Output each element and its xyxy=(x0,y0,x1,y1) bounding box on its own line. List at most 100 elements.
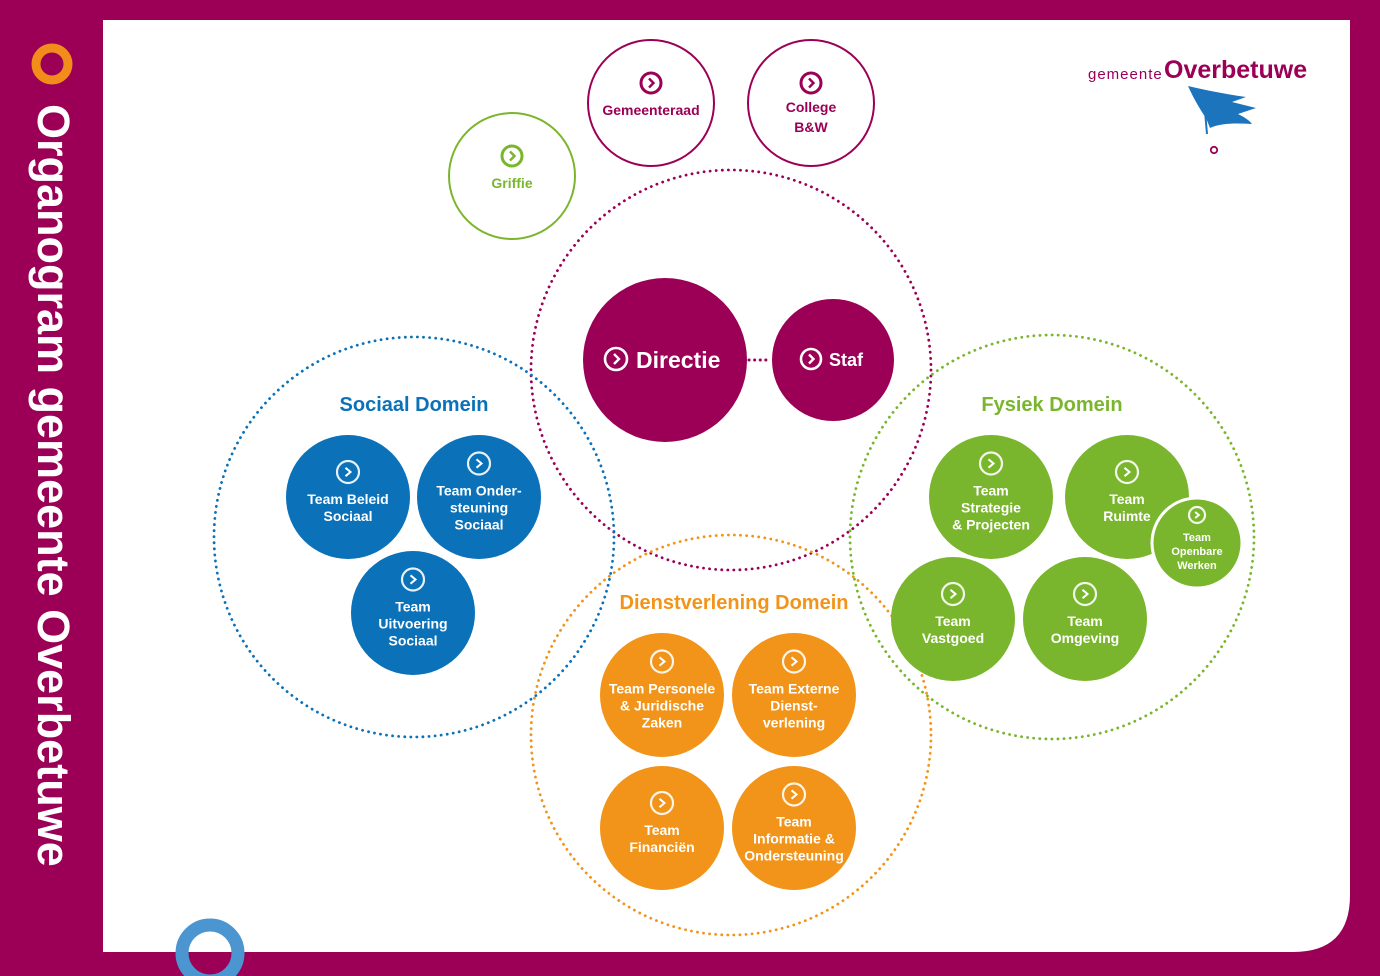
team-node-circle xyxy=(732,633,856,757)
node-directie-label: Directie xyxy=(636,347,720,373)
arrow-icon xyxy=(500,144,524,168)
directie-dotted-circle xyxy=(529,168,933,572)
team-node-label: Werken xyxy=(1177,560,1217,572)
page-title: Organogram gemeente Overbetuwe xyxy=(28,104,79,867)
arrow-icon xyxy=(639,71,663,95)
arrow-icon xyxy=(466,451,492,476)
dienstverlening-domein-title: Dienstverlening Domein xyxy=(620,592,849,614)
team-node-label: & Juridische xyxy=(620,697,704,713)
team-node-label: Team xyxy=(1183,532,1211,544)
arrow-icon xyxy=(799,71,823,95)
node-griffie[interactable]: Griffie xyxy=(448,112,576,240)
team-node-label: Team xyxy=(644,822,680,838)
node-staf[interactable]: Staf xyxy=(772,299,894,421)
node-college[interactable]: College B&W xyxy=(747,39,875,167)
arrow-icon xyxy=(1072,581,1098,607)
team-node-label: Informatie & xyxy=(753,830,835,846)
team-node-label: Team xyxy=(395,598,431,614)
team-node-label: & Projecten xyxy=(952,516,1030,532)
team-node-label: Vastgoed xyxy=(922,630,984,646)
dienstverlening-domein-dotted-circle xyxy=(529,533,933,937)
team-node-label: Omgeving xyxy=(1051,630,1119,646)
team-node-label: Team Onder- xyxy=(436,482,522,498)
node-gemeenteraad-label: Gemeenteraad xyxy=(602,102,699,118)
team-node-circle xyxy=(600,633,724,757)
arrow-icon xyxy=(940,581,966,607)
team-node-label: steuning xyxy=(450,499,508,515)
node-staf-circle xyxy=(772,299,894,421)
arrow-icon xyxy=(649,790,675,816)
team-node-circle xyxy=(286,435,410,559)
team-node-label: Team Beleid xyxy=(307,491,388,507)
arrow-icon xyxy=(781,782,807,807)
arrow-icon xyxy=(335,459,361,485)
team-node-label: Sociaal xyxy=(323,508,372,524)
team-node-label: Uitvoering xyxy=(378,615,447,631)
team-node-circle xyxy=(929,435,1053,559)
arrow-icon xyxy=(799,347,823,371)
team-node-circle xyxy=(600,766,724,890)
logo-dot xyxy=(1209,145,1219,155)
node-griffie-circle xyxy=(448,112,576,240)
paper-sheet xyxy=(103,20,1350,952)
blue-ring-decoration xyxy=(175,918,245,976)
node-college-label-line-2: B&W xyxy=(794,119,828,135)
node-directie[interactable]: Directie xyxy=(583,278,747,442)
node-college-circle xyxy=(747,39,875,167)
team-node-label: Team xyxy=(776,813,812,829)
logo-name: Overbetuwe xyxy=(1164,56,1307,84)
arrow-icon xyxy=(603,346,629,372)
team-node-label: Team xyxy=(1067,613,1103,629)
team-node-label: Sociaal xyxy=(388,632,437,648)
team-node-label: Financiën xyxy=(629,839,694,855)
flag-icon xyxy=(1188,86,1256,135)
arrow-icon xyxy=(400,567,426,592)
team-node-label: Zaken xyxy=(642,714,682,730)
team-node-label: verlening xyxy=(763,714,825,730)
team-node-circle xyxy=(1023,557,1147,681)
team-node-label: Ruimte xyxy=(1103,508,1151,524)
team-node-label: Dienst- xyxy=(770,697,818,713)
team-node-label: Openbare xyxy=(1171,546,1222,558)
arrow-icon xyxy=(649,649,675,674)
team-node-label: Team xyxy=(973,482,1009,498)
team-node-circle xyxy=(351,551,475,675)
team-node-circle xyxy=(1150,496,1244,590)
team-node-circle xyxy=(732,766,856,890)
orange-ring-decoration xyxy=(31,43,73,85)
team-node-circle xyxy=(417,435,541,559)
logo: gemeente Overbetuwe xyxy=(1088,56,1307,155)
node-staf-label: Staf xyxy=(829,350,864,370)
arrow-icon xyxy=(781,649,807,674)
sociaal-domein-title: Sociaal Domein xyxy=(340,394,489,416)
team-node-label: Ondersteuning xyxy=(744,847,844,863)
team-node-label: Team Externe xyxy=(749,680,840,696)
arrow-icon xyxy=(1114,459,1140,485)
node-directie-circle xyxy=(583,278,747,442)
team-node-label: Team Personele xyxy=(609,680,716,696)
node-griffie-label: Griffie xyxy=(491,175,532,191)
node-gemeenteraad-circle xyxy=(587,39,715,167)
sociaal-domein-dotted-circle xyxy=(212,335,616,739)
node-college-label-line-1: College xyxy=(786,99,837,115)
arrow-icon xyxy=(1187,505,1207,525)
team-node-label: Team xyxy=(935,613,971,629)
arrow-icon xyxy=(978,451,1004,476)
node-gemeenteraad[interactable]: Gemeenteraad xyxy=(587,39,715,167)
team-node-label: Team xyxy=(1109,491,1145,507)
team-node-label: Strategie xyxy=(961,499,1021,515)
